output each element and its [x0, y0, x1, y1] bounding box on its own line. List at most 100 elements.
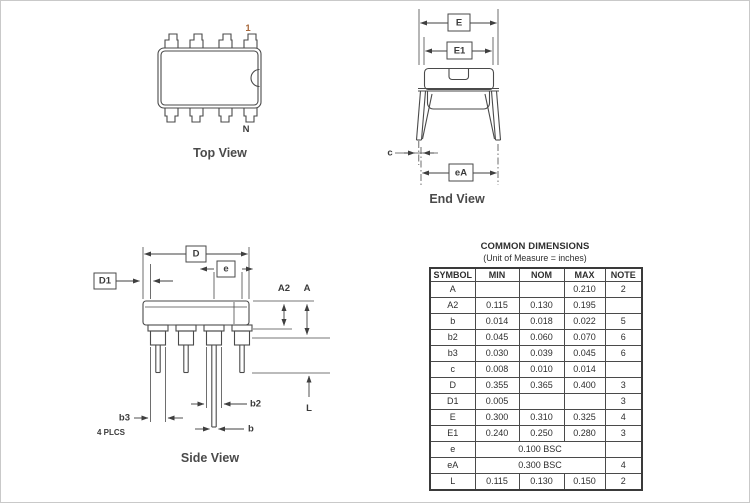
table-cell: 6: [604, 329, 643, 346]
dimension-A2: A2: [278, 283, 290, 326]
dimension-c: c: [387, 141, 438, 165]
end-body-lower: [426, 91, 491, 110]
dimension-L: L: [306, 375, 312, 414]
table-cell: 3: [604, 393, 643, 410]
pinN-label: N: [243, 124, 250, 135]
dim-E-label: E: [456, 18, 462, 29]
table-cell: 0.039: [518, 345, 565, 362]
pin-outline: [189, 107, 204, 123]
table-cell: 0.130: [518, 473, 565, 491]
pin-outline: [218, 107, 233, 123]
pin-outline: [164, 33, 179, 49]
column-header-note: NOTE: [604, 267, 643, 282]
table-cell: 0.250: [518, 425, 565, 442]
table-cell: 0.130: [518, 297, 565, 314]
table-cell: A2: [429, 297, 476, 314]
table-cell: [518, 393, 565, 410]
table-cell: 0.060: [518, 329, 565, 346]
table-cell: 0.310: [518, 409, 565, 426]
column-header-symbol: SYMBOL: [429, 267, 476, 282]
column-header-max: MAX: [563, 267, 606, 282]
dimension-A: A: [304, 283, 311, 335]
dim-A-label: A: [304, 283, 311, 294]
pin-outline: [243, 107, 258, 123]
table-cell: eA: [429, 457, 476, 474]
package-body-inner: [160, 50, 259, 106]
end-leads: [415, 90, 502, 141]
table-cell: 0.300 BSC: [474, 457, 606, 474]
table-cell: 0.008: [474, 361, 520, 378]
table-cell: b: [429, 313, 476, 330]
table-cell: b3: [429, 345, 476, 362]
table-cell: D: [429, 377, 476, 394]
table-cell: 0.070: [563, 329, 606, 346]
dimension-b3: b3 4 PLCS: [97, 413, 183, 437]
dim-b3-label: b3: [119, 413, 130, 424]
table-cell: 0.355: [474, 377, 520, 394]
table-cell: 0.325: [563, 409, 606, 426]
table-cell: 0.115: [474, 473, 520, 491]
pin-outline: [218, 33, 233, 49]
dimension-D1: D1: [93, 272, 173, 290]
dimension-b: b: [195, 424, 254, 435]
table-title: COMMON DIMENSIONS: [480, 241, 590, 252]
pin1-label: 1: [245, 23, 251, 34]
table-cell: 4: [604, 457, 643, 474]
dim-b2-label: b2: [250, 399, 261, 410]
end-body-notch: [448, 68, 470, 81]
pin1-notch: [250, 68, 260, 88]
dimension-D: D: [144, 245, 248, 263]
dimension-E: E: [420, 13, 497, 32]
dimension-b2: b2: [191, 399, 261, 410]
table-cell: e: [429, 441, 476, 458]
pin-outline: [189, 33, 204, 49]
dimension-eA: eA: [420, 144, 499, 185]
pin-outline: [243, 33, 258, 49]
end-view-title: End View: [429, 192, 485, 206]
dimension-E1: E1: [425, 41, 492, 60]
table-cell: 0.365: [518, 377, 565, 394]
side-view-title: Side View: [181, 451, 239, 465]
dimension-e: e: [200, 260, 253, 278]
side-body: [142, 300, 250, 326]
top-view-title: Top View: [193, 146, 247, 160]
end-body-upper: [423, 67, 495, 91]
table-cell: [604, 297, 643, 314]
side-view-drawing: D e D1: [93, 245, 330, 465]
table-cell: 0.014: [563, 361, 606, 378]
table-cell: 0.300: [474, 409, 520, 426]
table-cell: b2: [429, 329, 476, 346]
package-body-outer: [157, 47, 262, 109]
column-header-nom: NOM: [518, 267, 565, 282]
table-cell: 0.240: [474, 425, 520, 442]
pin-outline: [164, 107, 179, 123]
table-cell: 0.045: [563, 345, 606, 362]
table-cell: 0.100 BSC: [474, 441, 606, 458]
dim-eA-label: eA: [455, 168, 467, 179]
table-cell: L: [429, 473, 476, 491]
table-header-row: SYMBOL MIN NOM MAX NOTE: [429, 267, 643, 282]
table-cell: 0.280: [563, 425, 606, 442]
dim-c-label: c: [387, 148, 392, 159]
column-header-min: MIN: [474, 267, 520, 282]
table-cell: [518, 281, 565, 298]
table-cell: 4: [604, 409, 643, 426]
dim-b-label: b: [248, 424, 254, 435]
end-view-drawing: E E1 c: [387, 9, 502, 206]
table-cell: [474, 281, 520, 298]
table-cell: [604, 441, 643, 458]
table-cell: 0.030: [474, 345, 520, 362]
table-cell: 5: [604, 313, 643, 330]
table-cell: 0.005: [474, 393, 520, 410]
top-view-drawing: 1 N Top View: [157, 23, 262, 160]
table-cell: 0.400: [563, 377, 606, 394]
table-cell: c: [429, 361, 476, 378]
